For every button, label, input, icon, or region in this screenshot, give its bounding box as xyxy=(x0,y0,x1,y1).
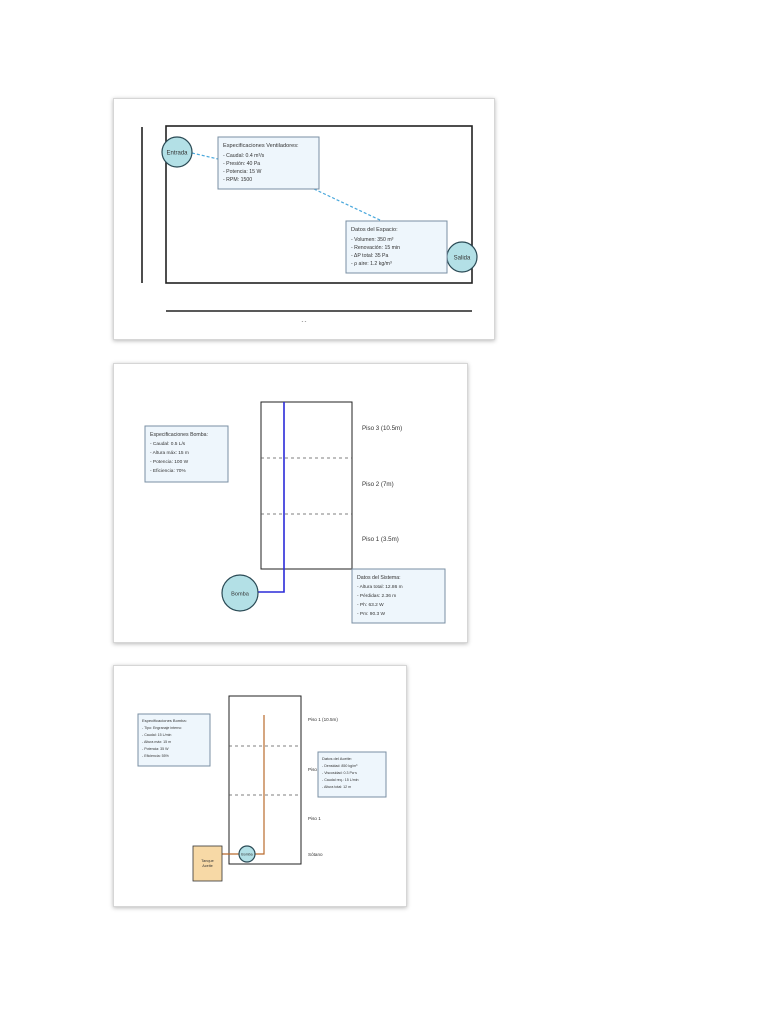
fan-spec-title: Especificaciones Ventiladores: xyxy=(223,143,299,149)
fan-spec-line: - Potencia: 15 W xyxy=(223,169,261,175)
tank-label: Aceite xyxy=(202,864,213,868)
oil-data-line: - Altura total: 12 m xyxy=(322,785,351,789)
floor-2-label: Piso 2 (7m) xyxy=(362,481,394,488)
pump-spec-title: Especificaciones Bomba: xyxy=(150,432,208,438)
oil-pipe xyxy=(222,715,265,855)
water-pipe xyxy=(257,402,285,593)
pump-diagram-panel: Bomba Piso 3 (10.5m) Piso 2 (7m) Piso 1 … xyxy=(113,363,468,643)
space-data-line: - ρ aire: 1.2 kg/m³ xyxy=(351,261,392,267)
system-data-box xyxy=(351,568,446,624)
oil-data-line: - Densidad: 850 kg/m³ xyxy=(322,764,358,768)
oil-tank xyxy=(192,845,223,882)
inlet-label: Entrada xyxy=(166,151,188,157)
system-data-title: Datos del Sistema: xyxy=(357,575,401,581)
oil-pump xyxy=(238,845,256,863)
oil-pump-spec-line: - Tipo: Engranaje interno xyxy=(142,726,181,730)
oil-pump-label: Bomba xyxy=(241,853,252,857)
pump-diagram: Bomba Piso 3 (10.5m) Piso 2 (7m) Piso 1 … xyxy=(144,401,446,624)
spec-connector xyxy=(313,188,383,222)
pump-spec-line: - Caudal: 0.5 L/s xyxy=(150,441,186,447)
building-outline xyxy=(228,695,302,865)
fan-spec-line: - RPM: 1500 xyxy=(223,177,252,183)
oil-diagram-panel: Tanque Aceite Bomba Piso 1 (10.5m) Piso … xyxy=(113,665,407,907)
room-outline xyxy=(165,125,473,284)
inlet-connector xyxy=(191,152,219,160)
floor-top-label: Piso 1 (10.5m) xyxy=(308,717,338,722)
system-data-line: - Altura total: 12.86 m xyxy=(357,584,403,590)
floor-3-label: Piso 3 (10.5m) xyxy=(362,425,402,432)
oil-pump-spec-title: Especificaciones Bomba: xyxy=(142,718,187,723)
bottom-note: - - xyxy=(302,319,307,325)
floor-mid-label: Piso xyxy=(308,767,317,772)
fan-diagram: - - Entrada Salida Especificaciones Vent… xyxy=(141,125,478,325)
inlet-fan xyxy=(161,136,193,168)
oil-diagram: Tanque Aceite Bomba Piso 1 (10.5m) Piso … xyxy=(137,695,387,882)
tank-label: Tanque xyxy=(201,859,213,863)
system-data-line: - Pm: 90.3 W xyxy=(357,611,385,617)
system-data-line: - Ph: 63.2 W xyxy=(357,602,384,608)
space-data-line: - Volumen: 350 m³ xyxy=(351,237,394,243)
pump-spec-box xyxy=(144,425,229,483)
pump-spec-line: - Eficiencia: 70% xyxy=(150,468,186,474)
fan-spec-box xyxy=(217,136,320,190)
floor-low-label: Piso 1 xyxy=(308,816,321,821)
space-data-box xyxy=(345,220,448,274)
fan-spec-line: - Presión: 40 Pa xyxy=(223,161,260,167)
outlet-label: Salida xyxy=(454,256,471,262)
oil-data-line: - Viscosidad: 0.3 Pa·s xyxy=(322,771,357,775)
pump xyxy=(221,574,259,612)
oil-pump-spec-line: - Potencia: 35 W xyxy=(142,747,169,751)
oil-pump-spec-line: - Eficiencia: 55% xyxy=(142,754,170,758)
space-data-line: - Renovación: 15 min xyxy=(351,245,400,251)
fan-spec-line: - Caudal: 0.4 m³/s xyxy=(223,153,265,159)
space-data-line: - ΔP total: 35 Pa xyxy=(351,253,389,259)
oil-data-title: Datos del Aceite: xyxy=(322,756,352,761)
basement-label: Sótano xyxy=(308,852,323,857)
building-outline xyxy=(260,401,353,570)
oil-pump-spec-line: - Altura máx: 15 m xyxy=(142,740,171,744)
pump-spec-line: - Potencia: 100 W xyxy=(150,459,189,465)
oil-pump-spec-line: - Caudal: 15 L/min xyxy=(142,733,171,737)
space-data-title: Datos del Espacio: xyxy=(351,227,398,233)
pump-label: Bomba xyxy=(231,592,250,598)
oil-data-box xyxy=(317,751,387,798)
system-data-line: - Pérdidas: 2.36 m xyxy=(357,593,396,599)
floor-1-label: Piso 1 (3.5m) xyxy=(362,536,399,543)
fan-diagram-panel: - - Entrada Salida Especificaciones Vent… xyxy=(113,98,495,340)
oil-data-line: - Caudal req.: 15 L/min xyxy=(322,778,359,782)
pump-spec-line: - Altura máx: 15 m xyxy=(150,450,189,456)
oil-pump-spec-box xyxy=(137,713,211,767)
